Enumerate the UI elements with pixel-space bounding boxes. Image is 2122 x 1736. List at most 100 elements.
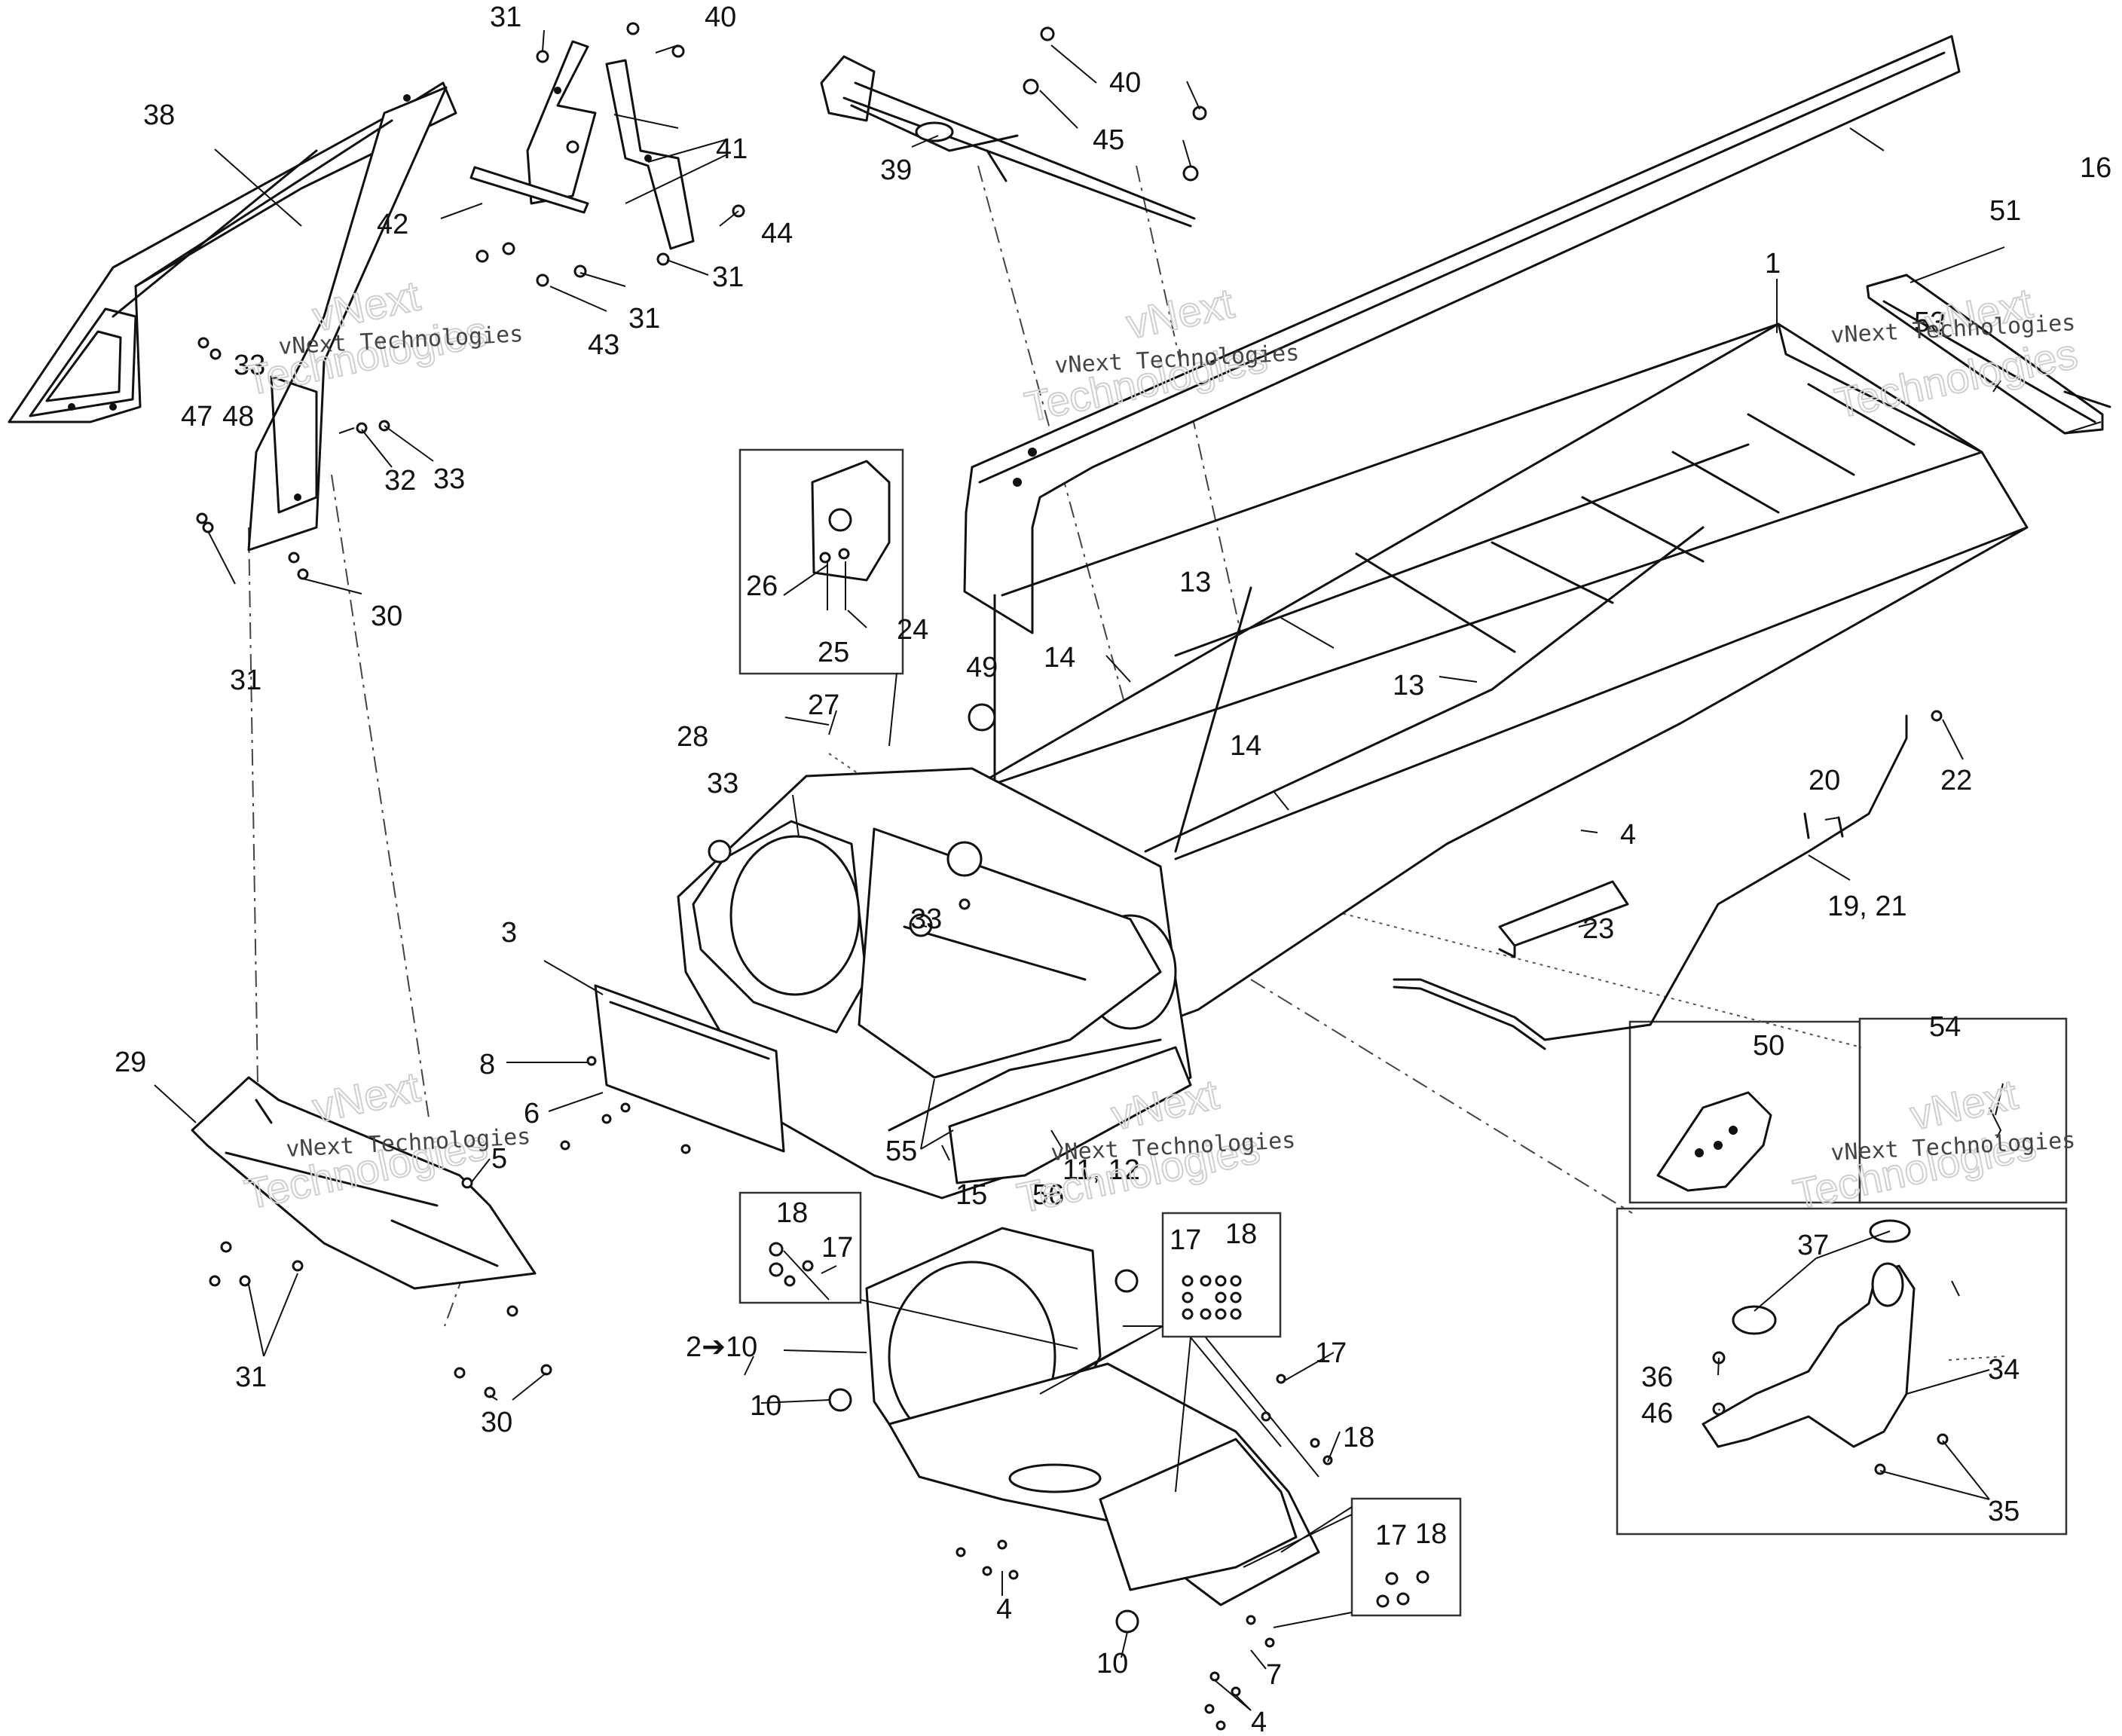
watermark-big-7: vNext — [308, 1062, 424, 1131]
callout-2-10: 2➔10 — [686, 1331, 757, 1363]
callout-31-top: 31 — [490, 2, 521, 33]
callout-13-a: 13 — [1179, 567, 1211, 598]
callout-36: 36 — [1641, 1362, 1673, 1393]
detail-box-54 — [1858, 1017, 2068, 1204]
fasteners-17-18-detail-bottom — [1376, 1570, 1429, 1608]
part-2-cradle — [865, 1227, 1320, 1606]
callout-44: 44 — [761, 218, 793, 249]
callout-17-d: 17 — [1375, 1520, 1407, 1551]
callout-56: 56 — [1032, 1179, 1064, 1211]
callout-4-bottom: 4 — [1251, 1707, 1267, 1736]
callout-18-d: 18 — [1415, 1518, 1447, 1550]
callout-30-top: 30 — [371, 601, 402, 632]
callout-39: 39 — [880, 154, 912, 186]
callout-47: 47 — [181, 401, 213, 432]
callout-10-b: 10 — [1096, 1648, 1128, 1679]
callout-33-b: 33 — [433, 463, 465, 495]
callout-18-c: 18 — [1343, 1422, 1374, 1453]
callout-38: 38 — [143, 99, 175, 131]
part-3-panel — [594, 984, 785, 1153]
part-23-step — [1498, 880, 1629, 958]
callout-51: 51 — [1989, 195, 2021, 227]
leader-lines — [154, 29, 2102, 1711]
callout-30-bottom: 30 — [481, 1407, 512, 1438]
callout-43: 43 — [588, 329, 619, 361]
part-41-brackets — [469, 40, 695, 250]
callout-20: 20 — [1809, 765, 1840, 796]
callout-3: 3 — [501, 917, 517, 949]
callout-54: 54 — [1929, 1011, 1961, 1043]
callout-35: 35 — [1988, 1496, 2020, 1527]
callout-50: 50 — [1753, 1030, 1784, 1062]
part-16-tunnel-cover — [963, 35, 1961, 634]
callout-10-a: 10 — [750, 1390, 781, 1422]
callout-27: 27 — [808, 689, 839, 721]
callout-23: 23 — [1582, 913, 1614, 945]
fasteners-17-18-detail-center — [1182, 1275, 1242, 1320]
callout-4-mid: 4 — [996, 1594, 1012, 1625]
callout-16: 16 — [2080, 152, 2111, 184]
callout-32: 32 — [384, 465, 416, 497]
callout-46: 46 — [1641, 1398, 1673, 1429]
callout-37: 37 — [1797, 1230, 1829, 1261]
callout-18-b: 18 — [1225, 1218, 1257, 1250]
callout-1: 1 — [1765, 248, 1781, 280]
callout-24: 24 — [897, 614, 928, 646]
callout-31-bottom: 31 — [235, 1362, 267, 1393]
callout-31-left: 31 — [230, 665, 261, 696]
callout-18-a: 18 — [776, 1197, 808, 1229]
callout-5: 5 — [491, 1143, 507, 1175]
callout-53: 53 — [1914, 307, 1946, 338]
callout-17-b: 17 — [1170, 1224, 1201, 1256]
callout-labels: 1 51 53 16 40 31 38 41 42 44 31 31 43 40… — [115, 2, 2111, 1736]
callout-4-right: 4 — [1620, 819, 1636, 851]
watermark-big-3: vNext — [1122, 279, 1238, 347]
callout-6: 6 — [524, 1098, 540, 1129]
fasteners-29-30-31 — [209, 1056, 691, 1398]
callout-40-right: 40 — [1109, 67, 1141, 99]
callout-40-top: 40 — [705, 2, 736, 33]
callout-17-c: 17 — [1315, 1337, 1347, 1369]
callout-19-21: 19, 21 — [1827, 891, 1907, 922]
part-24-bracket — [811, 460, 891, 610]
part-19-21-rail — [1393, 710, 1943, 1050]
part-29-lower-bracket — [191, 1076, 537, 1290]
part-15-front-frame — [677, 767, 1192, 1200]
callout-14-b: 14 — [1230, 730, 1261, 762]
part-49 — [968, 703, 996, 732]
callout-33-c: 33 — [707, 768, 738, 799]
callout-34: 34 — [1988, 1354, 2020, 1386]
callout-13-b: 13 — [1393, 670, 1424, 701]
callout-41: 41 — [716, 133, 748, 165]
callout-15: 15 — [956, 1179, 987, 1211]
callout-17-a: 17 — [821, 1232, 853, 1264]
callout-11-12: 11, 12 — [1063, 1154, 1140, 1186]
callout-45: 45 — [1093, 124, 1124, 156]
callout-31-bracket: 31 — [712, 261, 744, 293]
part-54-clip — [1989, 1107, 2002, 1138]
fasteners-cradle — [708, 839, 1333, 1731]
callout-31-mid: 31 — [628, 303, 660, 335]
part-51-rear-bumper — [1866, 274, 2111, 435]
callout-26: 26 — [746, 570, 778, 602]
detail-box-17-18-left — [738, 1191, 862, 1304]
callout-25: 25 — [818, 637, 849, 668]
callout-8: 8 — [479, 1049, 495, 1080]
part-38-column-support — [8, 81, 457, 552]
callout-49: 49 — [966, 652, 998, 683]
callout-55: 55 — [885, 1135, 917, 1167]
callout-42: 42 — [377, 209, 408, 240]
part-34-support — [1702, 1219, 1949, 1475]
callout-29: 29 — [115, 1047, 146, 1078]
callout-22: 22 — [1940, 765, 1972, 796]
callout-48: 48 — [222, 401, 254, 432]
part-50-guard — [1656, 1091, 1772, 1192]
fasteners-17-18-detail-left — [769, 1242, 814, 1287]
callout-28: 28 — [677, 721, 708, 753]
callout-33-d: 33 — [910, 903, 942, 935]
callout-7: 7 — [1266, 1659, 1282, 1691]
part-39-steering-column — [820, 26, 1207, 228]
part-20-fastener — [1837, 816, 1844, 838]
callout-33-a: 33 — [234, 350, 265, 381]
